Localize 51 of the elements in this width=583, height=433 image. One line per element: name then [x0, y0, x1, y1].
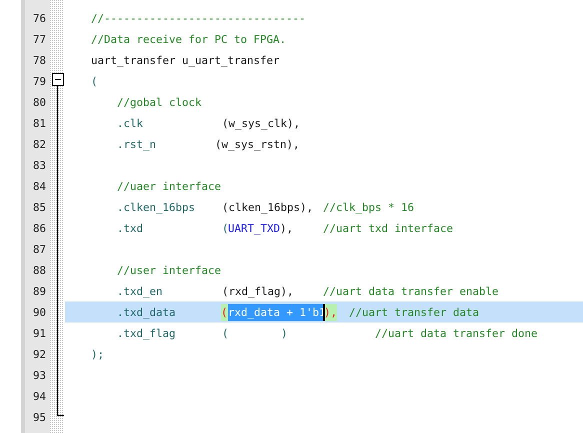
code-text: ( [91, 74, 98, 90]
code-comment: //Data receive for PC to FPGA. [91, 32, 286, 48]
code-text: (rxd_flag), [222, 284, 294, 300]
code-text: ( [222, 326, 229, 342]
line-number: 83 [32, 158, 46, 174]
line-number: 84 [32, 178, 46, 194]
line-number: 91 [32, 326, 46, 342]
code-text: .txd_data [117, 304, 176, 320]
line-number: 86 [32, 220, 46, 236]
code-comment: //uaer interface [117, 178, 222, 194]
line-number: 92 [32, 346, 46, 362]
line-number: 88 [32, 262, 46, 278]
line-number: 78 [32, 52, 46, 68]
code-text: .txd_en [117, 284, 163, 300]
code-text: .txd [117, 220, 144, 236]
code-text: .clk [117, 116, 144, 132]
code-text: .clken_16bps [117, 200, 196, 216]
line-number: 81 [32, 116, 46, 132]
code-text: ( [221, 304, 228, 320]
code-comment: //uart transfer data [349, 304, 480, 320]
code-text: (clken_16bps), [222, 200, 314, 216]
line-number: 87 [32, 242, 46, 258]
line-number: 89 [32, 284, 46, 300]
line-number: 94 [32, 388, 46, 404]
code-text: .txd_flag [117, 326, 176, 342]
code-text: (w_sys_clk), [222, 116, 300, 132]
code-text: (w_sys_rstn), [215, 136, 300, 152]
selected-text: rxd_data + 1'b1 [228, 304, 326, 320]
line-number: 80 [32, 94, 46, 110]
code-comment: //uart data transfer enable [323, 284, 499, 300]
line-number: 95 [32, 410, 46, 426]
line-number: 79 [32, 74, 46, 90]
line-number: 93 [32, 368, 46, 384]
code-comment: //uart txd interface [323, 220, 454, 236]
line-number: 77 [32, 32, 46, 48]
line-number: 85 [32, 200, 46, 216]
line-number: 90 [32, 304, 46, 320]
code-comment: //uart data transfer done [375, 326, 538, 342]
line-number: 82 [32, 136, 46, 152]
code-text: ), [280, 220, 294, 236]
code-text: ) [281, 326, 288, 342]
code-keyword: UART_TXD [228, 220, 280, 236]
code-comment: //gobal clock [117, 94, 202, 110]
code-text: .rst_n [117, 136, 156, 152]
code-comment: //clk_bps * 16 [323, 200, 414, 216]
code-text: uart_transfer u_uart_transfer [91, 52, 280, 68]
code-text: ); [91, 346, 104, 362]
line-number: 76 [32, 10, 46, 26]
code-text: ( [222, 220, 229, 236]
code-comment: //------------------------------- [91, 10, 306, 26]
code-comment: //user interface [117, 262, 222, 278]
